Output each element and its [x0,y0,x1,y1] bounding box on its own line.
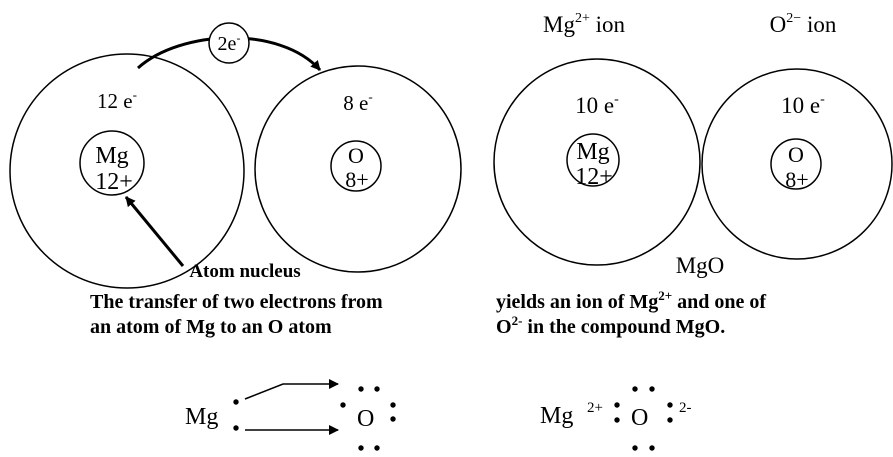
oxide-electron [614,417,620,423]
lewis-ions: Mg 2+ O 2- [540,386,692,451]
o-atom-nucleus-charge: 8+ [345,167,368,192]
transferred-electrons-bubble [208,22,250,64]
transfer-panel: 2e- 12 e- Mg 12+ 8 e- O 8+ Atom nucleus … [9,22,462,338]
o-valence-electron [374,386,380,392]
lewis-transfer: Mg O [185,379,396,451]
o-ion-nucleus [770,138,822,190]
nucleus-pointer-arrow [124,196,185,267]
lewis-right-o-symbol: O [631,405,648,431]
mg-ion-shell [493,58,701,266]
lewis-right-mg-symbol: Mg [540,403,573,429]
o-ion-title: O2− ion [770,11,837,37]
oxide-electron [649,386,655,392]
o-ion-nucleus-symbol: O [788,142,804,167]
mg-valence-electron [233,425,239,431]
mg-valence-electron [233,399,239,405]
o-atom-electron-count: 8 e- [343,89,372,115]
lewis-left-o-symbol: O [357,406,374,432]
o-atom-nucleus-symbol: O [348,143,364,168]
oxide-electron [667,417,673,423]
mg-ion-nucleus-symbol: Mg [576,139,609,165]
lewis-right-mg-charge: 2+ [587,400,603,416]
nucleus-label: Atom nucleus [189,261,300,282]
o-ion-shell [701,68,893,260]
transfer-caption-line1: The transfer of two electrons from [90,291,383,313]
o-valence-electron [340,402,346,408]
ions-panel: Mg2+ ion O2− ion 10 e- Mg 12+ 10 e- O 8+… [493,11,893,338]
o-valence-electron [390,402,396,408]
mg-atom-nucleus [79,130,145,196]
o-atom-nucleus [330,140,382,192]
mg-atom-shell [9,53,245,289]
o-atom-shell [254,65,462,273]
mg-atom-electron-count: 12 e- [97,87,137,113]
mg-atom-nucleus-symbol: Mg [95,143,128,169]
mg-ion-nucleus [566,133,620,187]
oxide-electron [649,445,655,451]
o-valence-electron [374,445,380,451]
o-valence-electron [358,445,364,451]
o-valence-electron [358,386,364,392]
transferred-electrons-label: 2e- [218,31,241,55]
mg-ion-title: Mg2+ ion [543,11,625,37]
lewis-left-mg-symbol: Mg [185,404,218,430]
o-valence-electron [390,416,396,422]
oxide-electron [667,402,673,408]
oxide-electron [632,445,638,451]
o-ion-electron-count: 10 e- [781,92,825,118]
ions-caption-line1: yields an ion of Mg2+ and one of [496,288,766,313]
oxide-electron [632,386,638,392]
transfer-caption-line2: an atom of Mg to an O atom [90,316,332,338]
compound-label: MgO [676,253,725,278]
mg-ion-electron-count: 10 e- [575,92,619,118]
lewis-right-o-charge: 2- [679,400,692,416]
o-ion-nucleus-charge: 8+ [785,167,808,192]
lewis-transfer-arrow [244,379,339,400]
oxide-electron [614,402,620,408]
mg-ion-nucleus-charge: 12+ [575,164,613,190]
ions-caption-line2: O2- in the compound MgO. [496,313,725,338]
mg-atom-nucleus-charge: 12+ [95,169,133,195]
